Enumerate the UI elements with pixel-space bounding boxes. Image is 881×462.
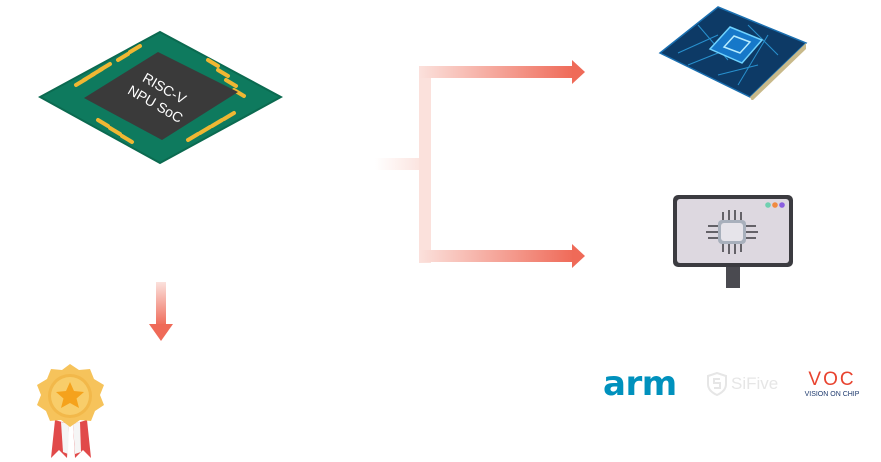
arrow-top (419, 60, 585, 84)
voc-logo-text: VOC (808, 369, 856, 390)
branch-arrows (375, 55, 590, 270)
arrow-down (148, 282, 174, 342)
arm-logo-text: arm (603, 364, 677, 404)
processor-board-icon (658, 5, 808, 100)
soc-chip-icon: RISC-V NPU SoC (38, 30, 283, 165)
voc-logo-subtext: VISION ON CHIP (804, 391, 860, 398)
stem-line (375, 158, 425, 170)
sifive-logo-text: SiFive (731, 374, 779, 393)
logo-arm: arm (603, 366, 677, 402)
branch-vertical-line (419, 66, 431, 263)
monitor-chip-icon (672, 194, 794, 290)
arrow-bottom (419, 244, 585, 268)
sifive-shield-icon (706, 372, 728, 396)
award-medal-icon (33, 362, 108, 460)
logo-voc: VOC VISION ON CHIP (801, 370, 863, 399)
logo-sifive: SiFive (706, 372, 778, 396)
